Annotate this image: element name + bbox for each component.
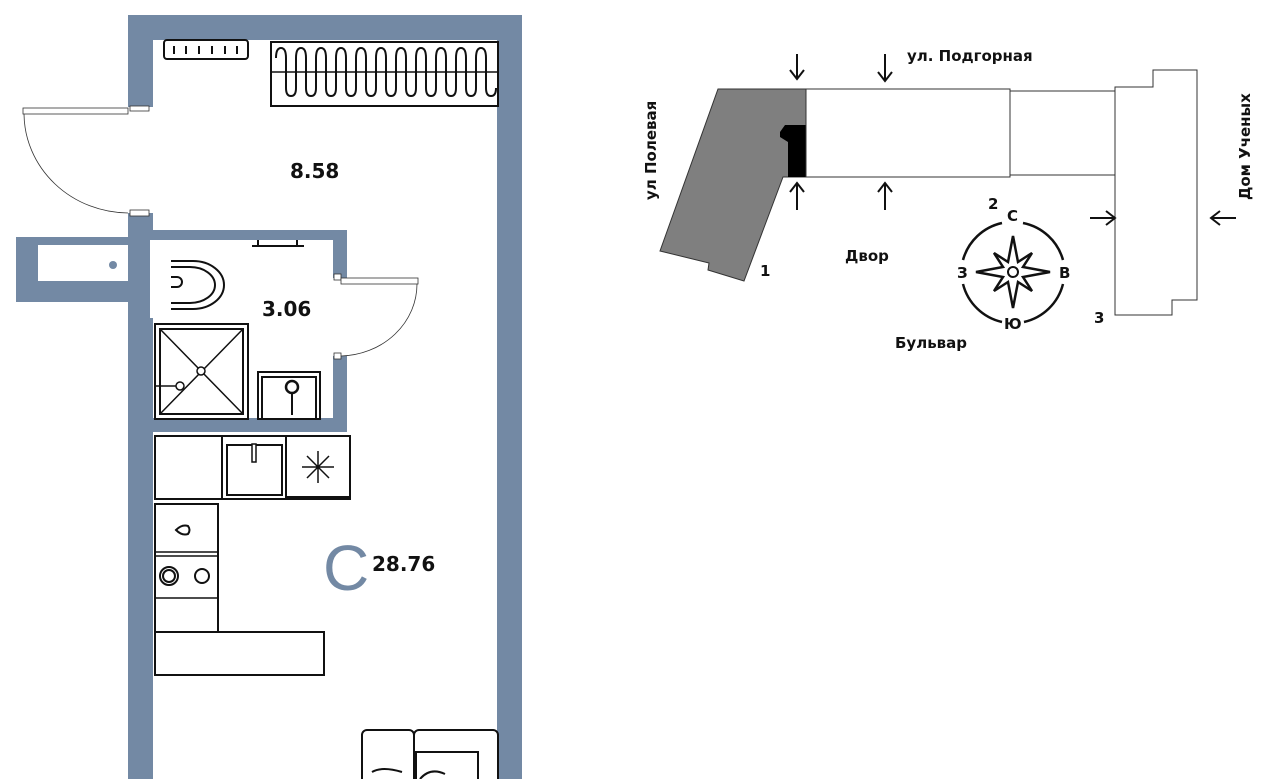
shower-icon <box>154 323 249 420</box>
street-north: ул. Подгорная <box>907 47 1033 65</box>
building-2 <box>805 88 1011 178</box>
bathroom-door[interactable] <box>333 273 419 360</box>
site-plan: ул. Подгорная ул Полевая Дом Ученых Буль… <box>642 47 1254 352</box>
snowflake-icon <box>302 451 334 483</box>
building-connector <box>1009 90 1116 176</box>
toilet-icon <box>171 260 225 310</box>
building-number-1: 1 <box>760 262 770 280</box>
compass-rose-icon: С З В Ю <box>957 207 1070 333</box>
street-west: ул Полевая <box>642 101 660 200</box>
street-east: Дом Ученых <box>1236 93 1254 200</box>
room-area-studio: 28.76 <box>372 552 435 576</box>
walls <box>16 15 522 779</box>
sink-icon <box>257 371 321 420</box>
stove-burner-icon <box>159 566 179 586</box>
room-area-bathroom: 3.06 <box>262 297 311 321</box>
kitchen-set <box>154 435 351 676</box>
entrance-arrows <box>789 54 1236 226</box>
sofa-icon <box>361 729 499 779</box>
compass-west: З <box>957 264 968 282</box>
building-number-2: 2 <box>988 195 998 213</box>
room-area-hallway: 8.58 <box>290 159 339 183</box>
floor-plan: 8.58 3.06 C 28.76 <box>16 15 522 779</box>
water-drop-icon <box>174 524 191 536</box>
compass-east: В <box>1059 264 1070 282</box>
section-marker <box>780 125 806 177</box>
compass-north: С <box>1007 207 1018 225</box>
entrance-door[interactable] <box>22 105 150 217</box>
radiator-icon <box>163 39 249 60</box>
street-south: Бульвар <box>895 334 967 352</box>
wardrobe-icon <box>270 41 499 107</box>
building-number-3: 3 <box>1094 309 1104 327</box>
compass-south: Ю <box>1004 315 1022 333</box>
room-type-letter: C <box>323 532 369 604</box>
towel-rail-icon <box>252 240 304 247</box>
building-1-highlighted <box>659 88 807 282</box>
building-3 <box>1114 69 1198 316</box>
courtyard-label: Двор <box>845 247 889 265</box>
